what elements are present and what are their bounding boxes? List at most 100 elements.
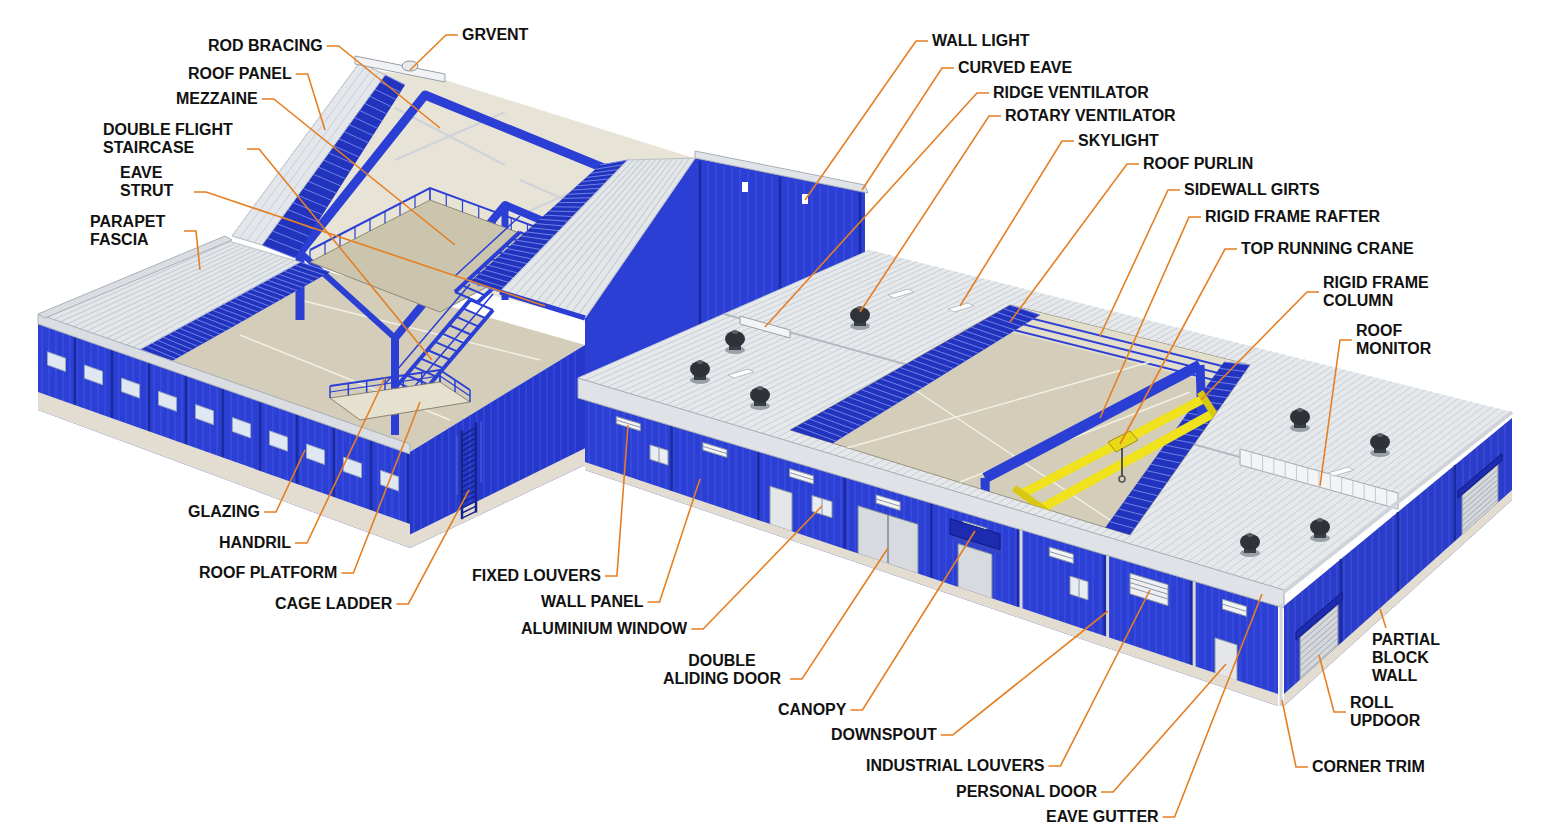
- wall-rib: [1184, 578, 1185, 663]
- roof-rib: [103, 254, 273, 340]
- glazing: [196, 404, 214, 424]
- wall-rib: [772, 175, 773, 301]
- crane-hook-line: [1121, 448, 1123, 476]
- wall-rib: [1365, 539, 1366, 621]
- ladder-rung: [462, 511, 476, 518]
- purlin-line: [503, 253, 533, 259]
- downspout: [1193, 581, 1196, 673]
- wall-rib: [673, 426, 674, 491]
- roof-purlin: [1160, 451, 1185, 456]
- pilaster: [296, 413, 299, 488]
- wall-rib: [470, 415, 471, 505]
- part-label: GRVENT: [462, 26, 528, 44]
- leader-line: [296, 74, 325, 130]
- roof-purlin: [932, 349, 966, 361]
- fixed-louver: [703, 443, 727, 458]
- purlin-line: [278, 274, 308, 284]
- part-label: PERSONAL DOOR: [956, 783, 1097, 801]
- part-label: CAGE LADDER: [275, 595, 392, 613]
- purlin-line: [526, 232, 555, 236]
- wall-rib: [231, 389, 232, 463]
- wall-rib: [743, 447, 744, 515]
- wall-rib: [1198, 582, 1199, 668]
- pilaster: [779, 177, 782, 298]
- rail-post: [309, 250, 310, 262]
- purlin-line: [262, 283, 292, 294]
- roof-purlin: [939, 345, 972, 357]
- leader-line: [1201, 292, 1319, 400]
- ladder-cage: [457, 436, 458, 495]
- wall-rib: [259, 399, 260, 473]
- part-label: EAVE GUTTER: [1046, 808, 1159, 826]
- leader-line: [790, 548, 888, 679]
- louver-blade: [703, 446, 727, 453]
- purlin-line: [174, 331, 204, 343]
- part-label: RIGID FRAME COLUMN: [1323, 274, 1438, 310]
- roof-rib: [96, 253, 267, 338]
- door-split: [887, 515, 889, 564]
- wall-rib: [1288, 603, 1289, 691]
- roof-purlin: [829, 408, 867, 422]
- purlin-line: [530, 228, 559, 231]
- fixed-louver: [1049, 547, 1073, 563]
- roof-purlin: [861, 390, 898, 403]
- leader-line: [605, 425, 628, 576]
- glazing: [85, 365, 103, 385]
- purlin-line: [349, 125, 373, 136]
- wall-rib: [680, 428, 681, 494]
- wall-rib: [780, 177, 781, 298]
- part-label: ROOF PANEL: [188, 65, 292, 83]
- purlin-line: [300, 262, 330, 272]
- wall-rib: [788, 179, 789, 295]
- leader-line: [1048, 590, 1150, 766]
- skylight: [728, 369, 754, 378]
- wall-rib: [834, 474, 835, 546]
- vent-top: [697, 360, 703, 364]
- purlin-line: [201, 316, 231, 328]
- roof-purlin: [887, 375, 923, 388]
- pilaster: [148, 361, 151, 433]
- wall-rib: [1023, 530, 1024, 609]
- roof-purlin: [855, 393, 892, 407]
- pilaster: [1190, 580, 1193, 665]
- part-label: INDUSTRIAL LOUVERS: [866, 757, 1044, 775]
- rail-post: [399, 204, 400, 216]
- wall-rib: [561, 360, 562, 460]
- purlin-line: [179, 328, 209, 340]
- leader-line: [341, 402, 420, 573]
- part-label: CURVED EAVE: [958, 59, 1072, 77]
- wall-rib: [154, 363, 155, 435]
- wall-rib: [1275, 605, 1276, 693]
- purlin-line: [359, 110, 382, 121]
- wall-rib: [1344, 557, 1345, 641]
- purlin-line: [512, 244, 541, 249]
- leader-line: [396, 490, 469, 604]
- wall-rib: [449, 428, 450, 515]
- louver-blade: [1223, 604, 1247, 611]
- purlin-line: [558, 202, 587, 203]
- purlin-line: [339, 139, 364, 150]
- monitor-rib: [1262, 455, 1263, 471]
- cutaway-interior: [790, 305, 1250, 535]
- leader-line: [1010, 164, 1139, 322]
- leader-line: [1319, 655, 1346, 712]
- wall-rib: [724, 166, 725, 323]
- vent-cap: [1290, 409, 1310, 425]
- monitor-rib: [1352, 480, 1353, 496]
- roof-purlin: [1146, 471, 1171, 477]
- vent-top: [1297, 408, 1303, 412]
- vent-cap: [725, 331, 745, 347]
- wall-rib: [729, 443, 730, 511]
- wall-rib: [371, 438, 372, 514]
- wall-rib: [519, 385, 520, 480]
- monitor-rib: [1307, 468, 1308, 484]
- roof-rib: [514, 160, 639, 297]
- wall-rib: [1170, 574, 1171, 658]
- roof-rib: [578, 158, 690, 316]
- roof-purlin: [822, 412, 861, 426]
- wall-rib: [687, 430, 688, 496]
- purlin-line: [190, 322, 220, 334]
- wall-rib: [939, 505, 940, 581]
- downspout: [1106, 555, 1109, 643]
- pilaster: [222, 387, 225, 461]
